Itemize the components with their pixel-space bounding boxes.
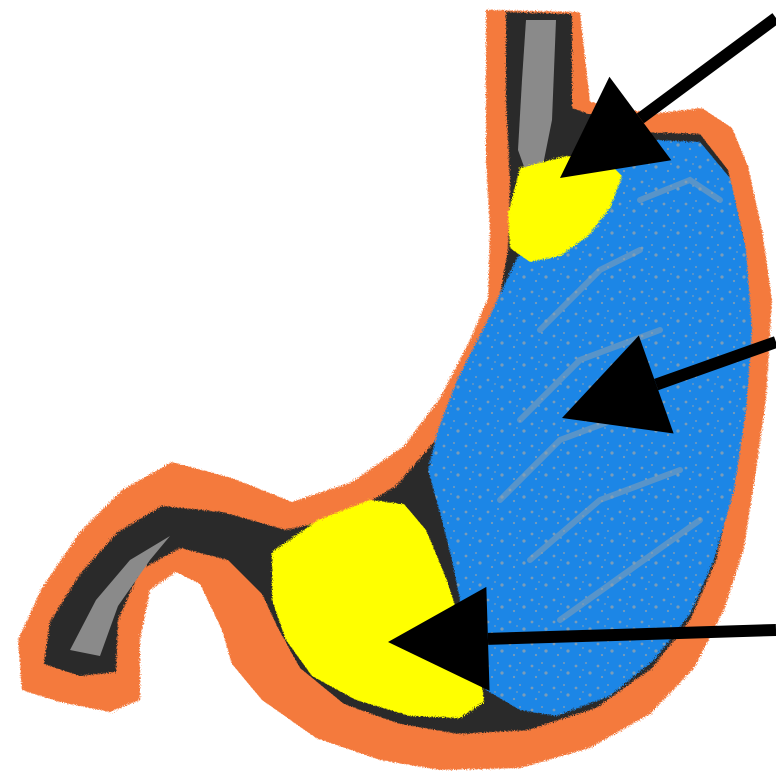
arrow-to-cardia-shaft: [637, 13, 776, 123]
